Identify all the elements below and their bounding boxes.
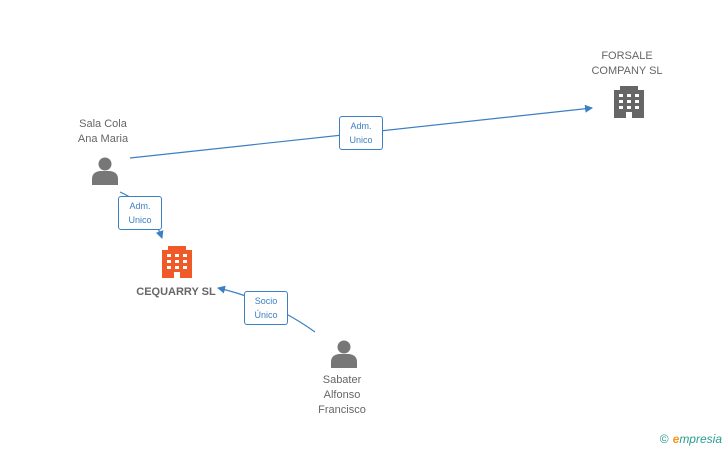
person-icon[interactable] [331,340,357,369]
node-name-line: FORSALE [601,50,653,62]
edge-tag-line: Unico [349,135,373,145]
empresia-watermark: ©empresia [660,432,722,446]
node-label-sala[interactable]: Sala Cola Ana Maria [62,117,144,147]
edge-tag-sala-cequarry[interactable]: Adm. Unico [118,196,162,230]
node-name-line: Francisco [318,404,366,416]
node-name-line: Sabater [322,374,362,386]
edge-tag-line: Único [254,310,278,320]
brand-name: mpresia [679,432,722,446]
edge-tag-line: Adm. [350,121,372,131]
edge-tag-sabater-cequarry[interactable]: Socio Único [244,291,288,325]
node-label-sabater[interactable]: Sabater Alfonso Francisco [300,373,384,418]
node-label-cequarry[interactable]: CEQUARRY SL [128,285,224,300]
copyright-icon: © [659,432,669,446]
edge-tag-sala-forsale[interactable]: Adm. Unico [339,116,383,150]
node-name-line: Sala Cola [79,118,127,130]
building-icon[interactable] [162,246,192,278]
building-icon[interactable] [614,86,644,118]
node-name-line: CEQUARRY SL [136,286,216,298]
node-name-line: COMPANY SL [591,65,663,77]
edge-tag-line: Socio [254,296,278,306]
edge-tag-line: Unico [128,215,152,225]
edge-tag-line: Adm. [129,201,151,211]
brand-initial: e [672,432,680,446]
node-name-line: Ana Maria [77,133,129,145]
node-name-line: Alfonso [323,389,361,401]
person-icon[interactable] [92,157,118,186]
node-label-forsale[interactable]: FORSALE COMPANY SL [582,49,672,79]
